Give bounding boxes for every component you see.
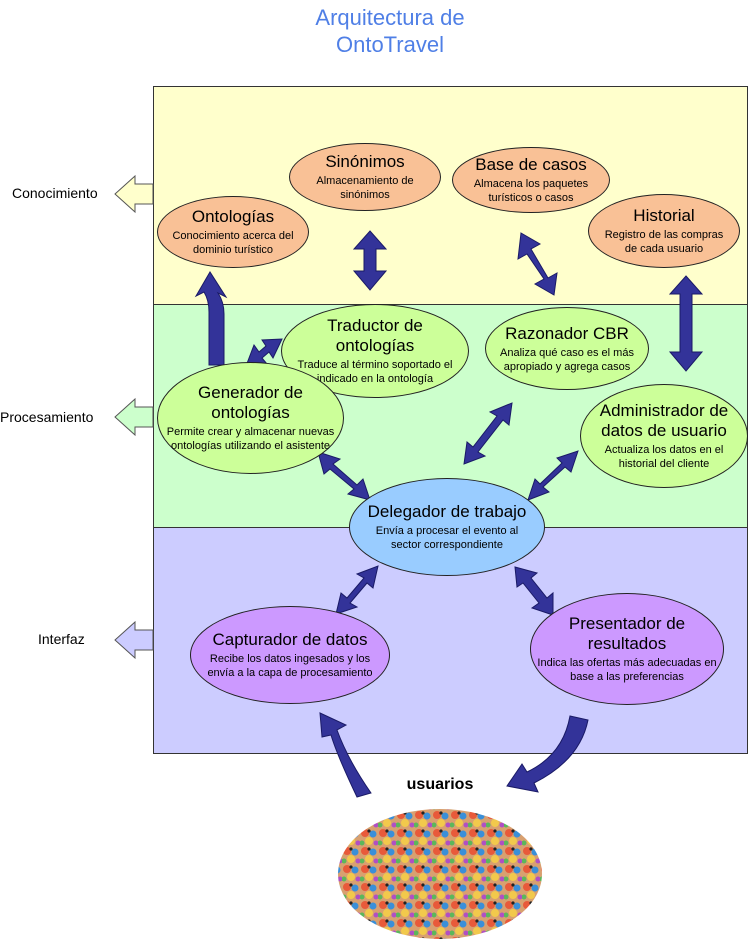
arrow-sinonimos-traductor <box>352 230 388 291</box>
node-capturador-title: Capturador de datos <box>212 630 368 649</box>
node-administrador: Administrador de datos de usuario Actual… <box>580 384 748 488</box>
node-traductor-desc: Traduce al término soportado el indicado… <box>297 359 453 385</box>
node-ontologias-desc: Conocimiento acerca del dominio turístic… <box>172 230 294 256</box>
node-delegador: Delegador de trabajo Envía a procesar el… <box>349 478 545 576</box>
users-label: usuarios <box>406 776 474 793</box>
node-ontologias: Ontologías Conocimiento acerca del domin… <box>157 196 309 268</box>
node-generador-title: Generador de ontologías <box>198 383 303 422</box>
node-razonador-title: Razonador CBR <box>505 323 629 343</box>
layer-label-interface: Interfaz <box>38 631 85 647</box>
title-line-1: Arquitectura de <box>315 5 465 30</box>
arrow-delegador-presentador <box>514 566 554 616</box>
node-delegador-title: Delegador de trabajo <box>367 502 527 521</box>
node-base-casos-desc: Almacena los paquetes turísticos o casos <box>473 178 589 204</box>
node-generador: Generador de ontologías Permite crear y … <box>157 362 344 474</box>
node-sinonimos: Sinónimos Almacenamiento de sinónimos <box>289 143 441 211</box>
node-traductor-title: Traductor de ontologías <box>327 316 423 355</box>
node-historial: Historial Registro de las compras de cad… <box>588 194 740 268</box>
arrow-delegador-capturador <box>335 565 379 615</box>
node-razonador: Razonador CBR Analiza qué caso es el más… <box>485 307 649 390</box>
arrow-users-capturador <box>319 712 372 798</box>
arrow-administrador-delegador <box>527 450 579 501</box>
node-base-casos-title: Base de casos <box>475 155 587 174</box>
node-capturador-desc: Recibe los datos ingesados y los envía a… <box>207 653 373 679</box>
arrow-generador-ontologias <box>194 271 228 366</box>
diagram-title: Arquitectura de OntoTravel <box>240 4 540 58</box>
arrow-generador-traductor <box>245 338 283 367</box>
node-administrador-desc: Actualiza los datos en el historial del … <box>604 444 724 470</box>
layer-label-processing: Procesamiento <box>0 409 94 425</box>
node-razonador-desc: Analiza qué caso es el más apropiado y a… <box>500 346 634 373</box>
node-administrador-title: Administrador de datos de usuario <box>599 401 729 440</box>
node-capturador: Capturador de datos Recibe los datos ing… <box>190 606 390 704</box>
node-presentador-desc: Indica las ofertas más adecuadas en base… <box>537 657 717 683</box>
node-sinonimos-title: Sinónimos <box>325 152 405 171</box>
processing-layer-pointer-icon <box>114 397 154 437</box>
node-generador-desc: Permite crear y almacenar nuevas ontolog… <box>166 426 335 452</box>
users-crowd-image <box>338 809 542 939</box>
node-historial-title: Historial <box>633 206 695 225</box>
arrow-basecasos-razonador <box>517 232 558 296</box>
node-sinonimos-desc: Almacenamiento de sinónimos <box>316 175 414 201</box>
arrow-presentador-users <box>506 715 589 793</box>
node-presentador-title: Presentador de resultados <box>568 614 686 653</box>
node-ontologias-title: Ontologías <box>191 207 275 226</box>
arrow-historial-administrador <box>668 275 704 372</box>
node-presentador: Presentador de resultados Indica las ofe… <box>530 593 724 705</box>
interface-layer-pointer-icon <box>114 620 154 660</box>
layer-label-knowledge: Conocimiento <box>12 185 98 201</box>
node-delegador-desc: Envía a procesar el evento al sector cor… <box>375 525 519 551</box>
node-historial-desc: Registro de las compras de cada usuario <box>604 229 724 255</box>
arrow-generador-delegador <box>317 451 371 501</box>
title-line-2: OntoTravel <box>335 32 444 57</box>
node-base-casos: Base de casos Almacena los paquetes turí… <box>452 147 610 213</box>
knowledge-layer-pointer-icon <box>114 174 154 214</box>
arrow-razonador-delegador <box>463 402 513 465</box>
